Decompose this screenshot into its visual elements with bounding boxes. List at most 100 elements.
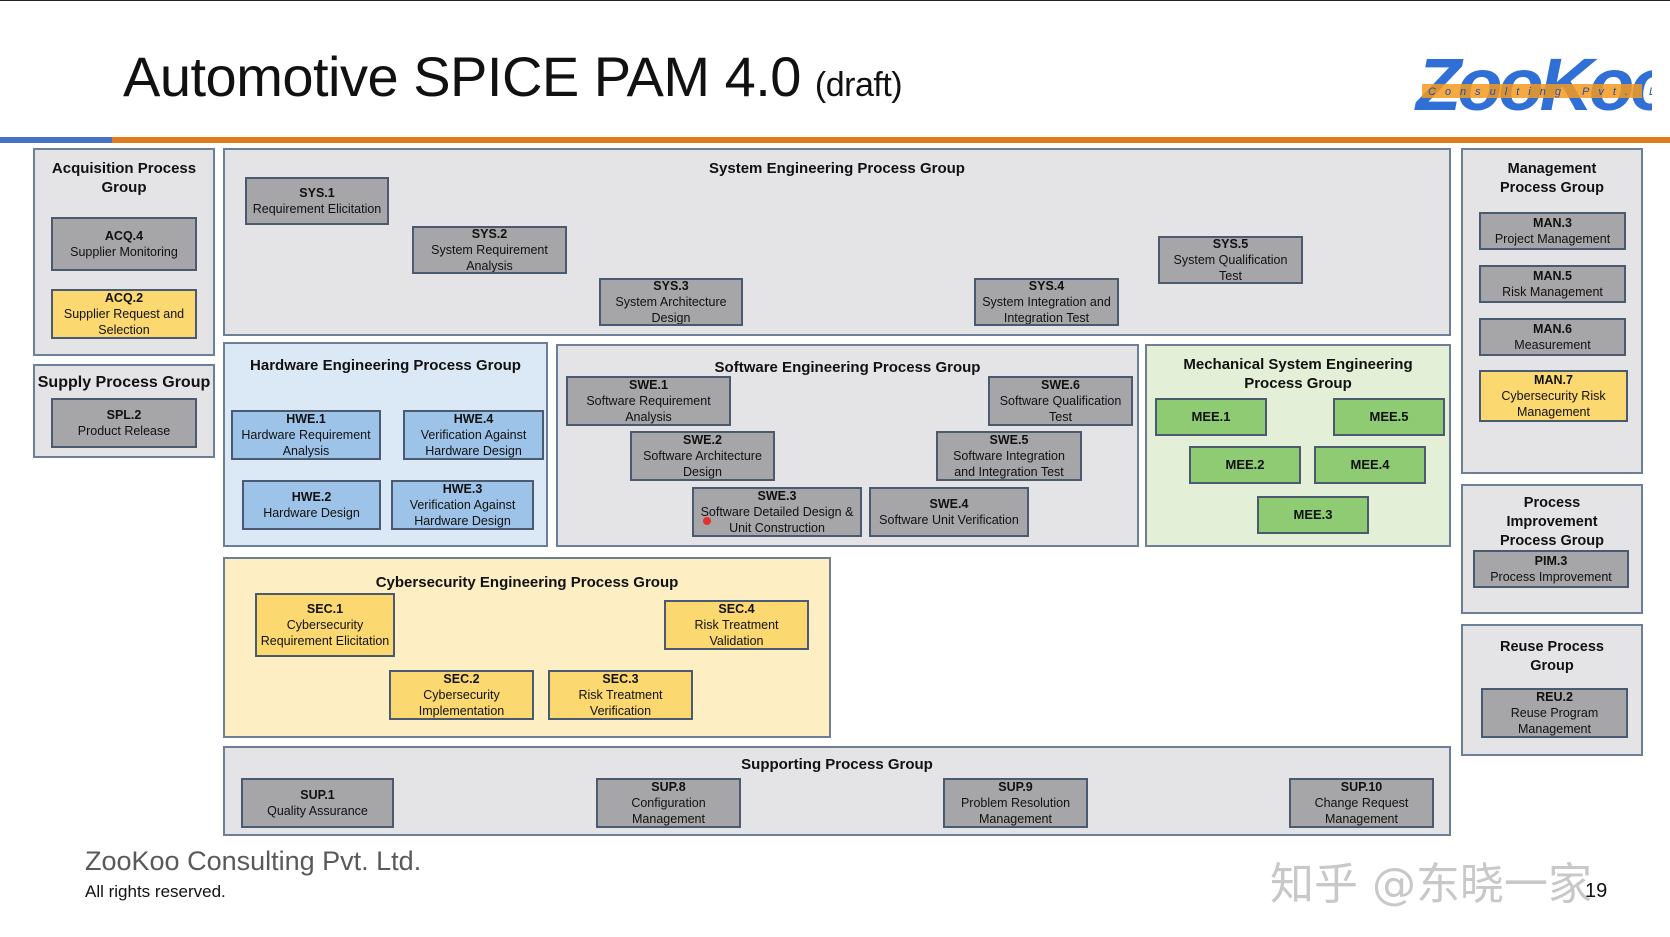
process-box-hwe4: HWE.4 Verification Against Hardware Desi… <box>403 410 544 460</box>
process-name: Hardware Requirement Analysis <box>241 428 371 458</box>
group-title: Software Engineering Process Group <box>714 359 981 376</box>
process-code: SYS.4 <box>1028 279 1065 293</box>
process-name: System Integration and Integration Test <box>982 295 1111 325</box>
zookoo-logo: ZooKoo Consulting Pvt. Ltd <box>1412 40 1670 130</box>
process-box-swe6: SWE.6 Software Qualification Test <box>988 376 1133 426</box>
process-box-acq2: ACQ.2 Supplier Request and Selection <box>51 289 197 339</box>
process-name: System Requirement Analysis <box>431 243 548 273</box>
process-code: SWE.3 <box>757 489 797 503</box>
process-name: System Qualification Test <box>1173 253 1288 283</box>
process-name: Cybersecurity Risk Management <box>1501 389 1606 419</box>
process-code: SUP.8 <box>651 780 686 794</box>
process-code: SPL.2 <box>106 408 142 422</box>
process-box-reu2: REU.2 Reuse Program Management <box>1481 688 1628 738</box>
process-code: MEE.2 <box>1225 457 1265 472</box>
process-code: MEE.4 <box>1350 457 1390 472</box>
process-box-sys4: SYS.4 System Integration and Integration… <box>974 278 1119 326</box>
group-title: Supporting Process Group <box>741 756 933 773</box>
reuse-process-group: Reuse Process Group REU.2 Reuse Program … <box>1461 624 1643 756</box>
process-name: Product Release <box>77 424 171 438</box>
process-box-sys5: SYS.5 System Qualification Test <box>1158 236 1303 284</box>
watermark: 知乎 @东晓一家 <box>1270 859 1592 910</box>
group-title: Supply Process Group <box>37 374 211 391</box>
process-code: SYS.5 <box>1212 237 1249 251</box>
process-code: MEE.5 <box>1369 409 1409 424</box>
process-code: MAN.3 <box>1533 216 1572 230</box>
process-box-mee4: MEE.4 <box>1314 446 1426 484</box>
process-box-swe5: SWE.5 Software Integration and Integrati… <box>936 431 1082 481</box>
process-code: SUP.10 <box>1340 780 1383 794</box>
process-code: MAN.5 <box>1533 269 1572 283</box>
top-border-line <box>0 0 1670 1</box>
process-name: Supplier Monitoring <box>70 245 178 259</box>
process-box-mee2: MEE.2 <box>1189 446 1301 484</box>
process-box-man7: MAN.7 Cybersecurity Risk Management <box>1479 370 1628 422</box>
title-rule-blue <box>0 137 112 143</box>
process-name: System Architecture Design <box>615 295 727 325</box>
acquisition-process-group: Acquisition Process Group ACQ.4 Supplier… <box>33 148 215 356</box>
hardware-engineering-process-group: Hardware Engineering Process Group HWE.1… <box>223 342 548 547</box>
process-code: SWE.5 <box>989 433 1029 447</box>
slide-subtitle: (draft) <box>814 66 903 104</box>
process-box-swe1: SWE.1 Software Requirement Analysis <box>566 376 731 426</box>
process-name: Quality Assurance <box>267 804 368 818</box>
process-code: SYS.2 <box>471 227 508 241</box>
process-name: Risk Management <box>1502 285 1603 299</box>
process-name: Project Management <box>1494 232 1611 246</box>
process-code: PIM.3 <box>1534 554 1568 568</box>
process-name: Hardware Design <box>263 506 360 520</box>
group-title: Mechanical System Engineering Process Gr… <box>1183 356 1413 392</box>
process-box-swe4: SWE.4 Software Unit Verification <box>869 487 1029 537</box>
process-box-man3: MAN.3 Project Management <box>1479 212 1626 250</box>
process-code: HWE.4 <box>453 412 494 426</box>
software-engineering-process-group: Software Engineering Process Group SWE.1… <box>556 344 1139 547</box>
group-title: Management Process Group <box>1500 161 1604 196</box>
process-box-sec3: SEC.3 Risk Treatment Verification <box>548 670 693 720</box>
process-name: Software Unit Verification <box>879 513 1019 527</box>
process-code: SWE.4 <box>929 497 969 511</box>
process-name: Cybersecurity Implementation <box>418 688 505 718</box>
process-name: Software Integration and Integration Tes… <box>953 449 1065 479</box>
process-box-hwe3: HWE.3 Verification Against Hardware Desi… <box>391 480 534 530</box>
process-code: SUP.1 <box>300 788 335 802</box>
process-name: Change Request Management <box>1314 796 1409 826</box>
process-code: SYS.1 <box>299 186 335 200</box>
process-box-sup8: SUP.8 Configuration Management <box>596 778 741 828</box>
process-box-sec1: SEC.1 Cybersecurity Requirement Elicitat… <box>255 593 395 657</box>
page-number: 19 <box>1585 880 1608 902</box>
process-code: SEC.2 <box>443 672 480 686</box>
process-box-man6: MAN.6 Measurement <box>1479 318 1626 356</box>
title-rule-orange <box>112 137 1670 143</box>
process-name: Measurement <box>1514 338 1591 352</box>
supporting-process-group: Supporting Process Group SUP.1 Quality A… <box>223 746 1451 836</box>
process-code: HWE.3 <box>442 482 483 496</box>
process-box-sec2: SEC.2 Cybersecurity Implementation <box>389 670 534 720</box>
footer-rights: All rights reserved. <box>85 882 226 901</box>
process-name: Risk Treatment Verification <box>578 688 663 718</box>
process-box-pim3: PIM.3 Process Improvement <box>1473 550 1629 588</box>
supply-process-group: Supply Process Group SPL.2 Product Relea… <box>33 364 215 458</box>
process-code: SWE.2 <box>683 433 722 447</box>
process-code: SEC.3 <box>602 672 639 686</box>
process-box-sys1: SYS.1 Requirement Elicitation <box>245 177 389 225</box>
process-box-sec4: SEC.4 Risk Treatment Validation <box>664 600 809 650</box>
slide-title-text: Automotive SPICE PAM 4.0 <box>123 45 801 108</box>
process-name: Configuration Management <box>631 796 706 826</box>
system-engineering-process-group: System Engineering Process Group SYS.1 R… <box>223 148 1451 336</box>
process-name: Supplier Request and Selection <box>63 307 185 337</box>
process-box-sup9: SUP.9 Problem Resolution Management <box>943 778 1088 828</box>
slide-title: Automotive SPICE PAM 4.0 (draft) <box>123 44 903 109</box>
group-title: Reuse Process Group <box>1500 639 1604 674</box>
group-title: Process Improvement Process Group <box>1500 495 1604 549</box>
mechanical-system-engineering-process-group: Mechanical System Engineering Process Gr… <box>1145 344 1451 547</box>
process-code: MEE.3 <box>1293 507 1333 522</box>
process-name: Risk Treatment Validation <box>694 618 779 648</box>
process-box-sys3: SYS.3 System Architecture Design <box>599 278 743 326</box>
process-box-spl2: SPL.2 Product Release <box>51 398 197 448</box>
cybersecurity-engineering-process-group: Cybersecurity Engineering Process Group … <box>223 557 831 738</box>
process-code: HWE.1 <box>286 412 326 426</box>
process-box-man5: MAN.5 Risk Management <box>1479 265 1626 303</box>
process-name: Reuse Program Management <box>1510 706 1599 736</box>
zookoo-logo-icon: ZooKoo Consulting Pvt. Ltd <box>1414 43 1670 126</box>
process-improvement-process-group: Process Improvement Process Group PIM.3 … <box>1461 484 1643 614</box>
